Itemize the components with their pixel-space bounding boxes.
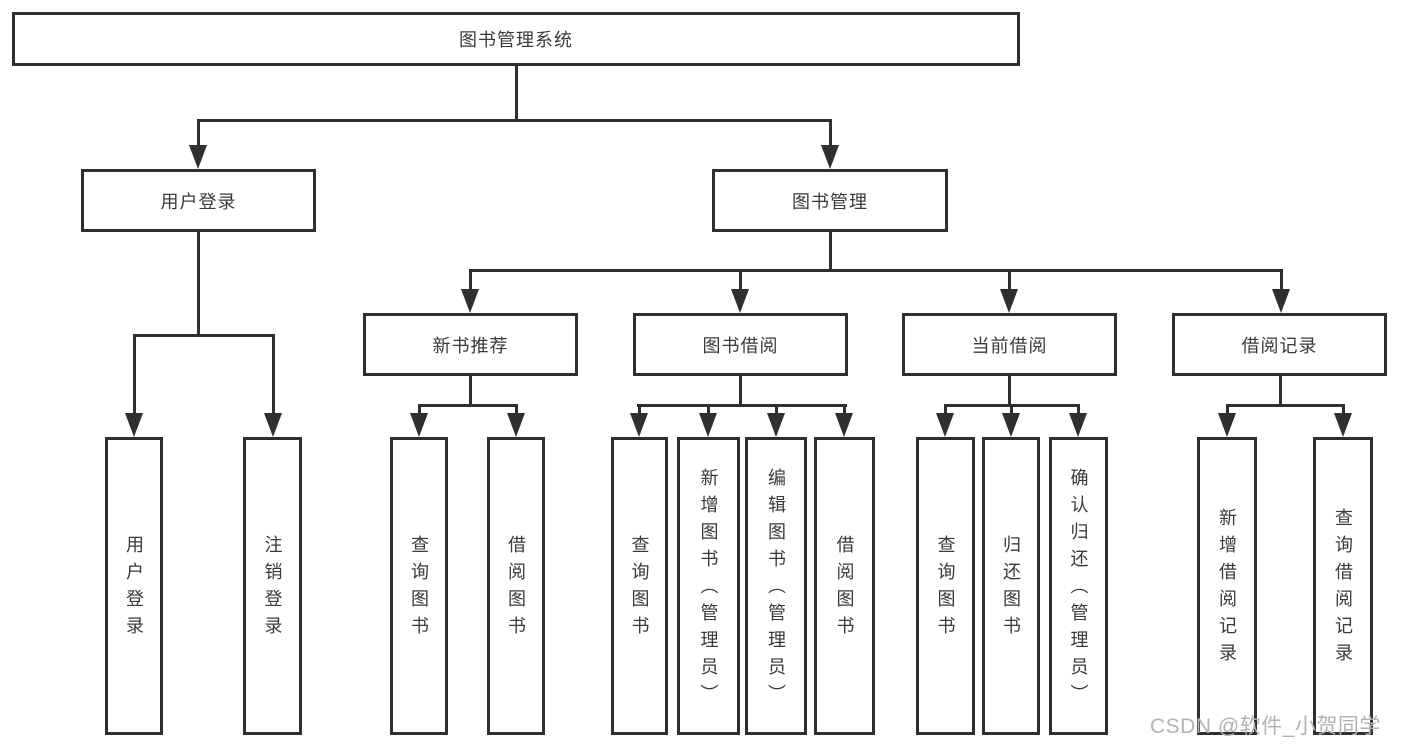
- connector-line: [775, 404, 778, 416]
- connector-line: [707, 404, 710, 416]
- connector-line: [1226, 404, 1229, 416]
- connector-line: [1008, 269, 1011, 291]
- arrow-down: [1218, 413, 1236, 437]
- leaf-user-login: 用户登录: [105, 437, 163, 735]
- arrow-down: [507, 413, 525, 437]
- node-root-system: 图书管理系统: [12, 12, 1020, 66]
- leaf-add-borrow-record: 新增借阅记录: [1197, 437, 1257, 735]
- connector-line: [197, 119, 832, 122]
- connector-line: [133, 334, 275, 337]
- arrow-down: [1334, 413, 1352, 437]
- leaf-query-borrow-record: 查询借阅记录: [1313, 437, 1373, 735]
- connector-line: [829, 119, 832, 146]
- connector-line: [515, 64, 518, 121]
- node-user-login: 用户登录: [81, 169, 316, 232]
- node-book-borrow: 图书借阅: [633, 313, 848, 376]
- connector-line: [1008, 376, 1011, 406]
- leaf-logout: 注销登录: [243, 437, 302, 735]
- connector-line: [637, 404, 847, 407]
- connector-line: [1226, 404, 1345, 407]
- leaf-return-book: 归还图书: [982, 437, 1040, 735]
- node-borrow-records: 借阅记录: [1172, 313, 1387, 376]
- connector-line: [843, 404, 846, 416]
- connector-line: [1077, 404, 1080, 416]
- connector-line: [469, 269, 1283, 272]
- leaf-confirm-return-admin: 确认归还（管理员）: [1049, 437, 1108, 735]
- connector-line: [638, 404, 641, 416]
- connector-line: [739, 376, 742, 406]
- arrow-down: [1000, 289, 1018, 313]
- arrow-down: [1002, 413, 1020, 437]
- connector-line: [1279, 376, 1282, 406]
- arrow-down: [821, 145, 839, 169]
- node-book-management: 图书管理: [712, 169, 948, 232]
- node-current-borrow: 当前借阅: [902, 313, 1117, 376]
- leaf-borrow-book: 借阅图书: [814, 437, 875, 735]
- connector-line: [739, 269, 742, 291]
- arrow-down: [1069, 413, 1087, 437]
- arrow-down: [125, 413, 143, 437]
- leaf-recommend-query-book: 查询图书: [390, 437, 448, 735]
- connector-line: [469, 376, 472, 406]
- connector-line: [272, 334, 275, 415]
- connector-line: [944, 404, 947, 416]
- arrow-down: [835, 413, 853, 437]
- connector-line: [1280, 269, 1283, 291]
- leaf-add-book-admin: 新增图书（管理员）: [677, 437, 740, 735]
- csdn-watermark: CSDN @软件_小贺同学: [1150, 715, 1381, 738]
- arrow-down: [767, 413, 785, 437]
- connector-line: [197, 119, 200, 146]
- node-new-book-recommend: 新书推荐: [363, 313, 578, 376]
- connector-line: [1010, 404, 1013, 416]
- connector-line: [133, 334, 136, 415]
- arrow-down: [630, 413, 648, 437]
- connector-line: [829, 232, 832, 271]
- leaf-edit-book-admin: 编辑图书（管理员）: [745, 437, 807, 735]
- connector-line: [469, 269, 472, 291]
- connector-line: [418, 404, 518, 407]
- arrow-down: [1272, 289, 1290, 313]
- arrow-down: [699, 413, 717, 437]
- arrow-down: [936, 413, 954, 437]
- connector-line: [515, 404, 518, 416]
- connector-line: [197, 232, 200, 336]
- leaf-recommend-borrow-book: 借阅图书: [487, 437, 545, 735]
- leaf-borrow-query-book: 查询图书: [611, 437, 668, 735]
- connector-line: [1342, 404, 1345, 416]
- arrow-down: [264, 413, 282, 437]
- arrow-down: [731, 289, 749, 313]
- arrow-down: [461, 289, 479, 313]
- connector-line: [418, 404, 421, 416]
- arrow-down: [410, 413, 428, 437]
- arrow-down: [189, 145, 207, 169]
- leaf-current-query-book: 查询图书: [916, 437, 975, 735]
